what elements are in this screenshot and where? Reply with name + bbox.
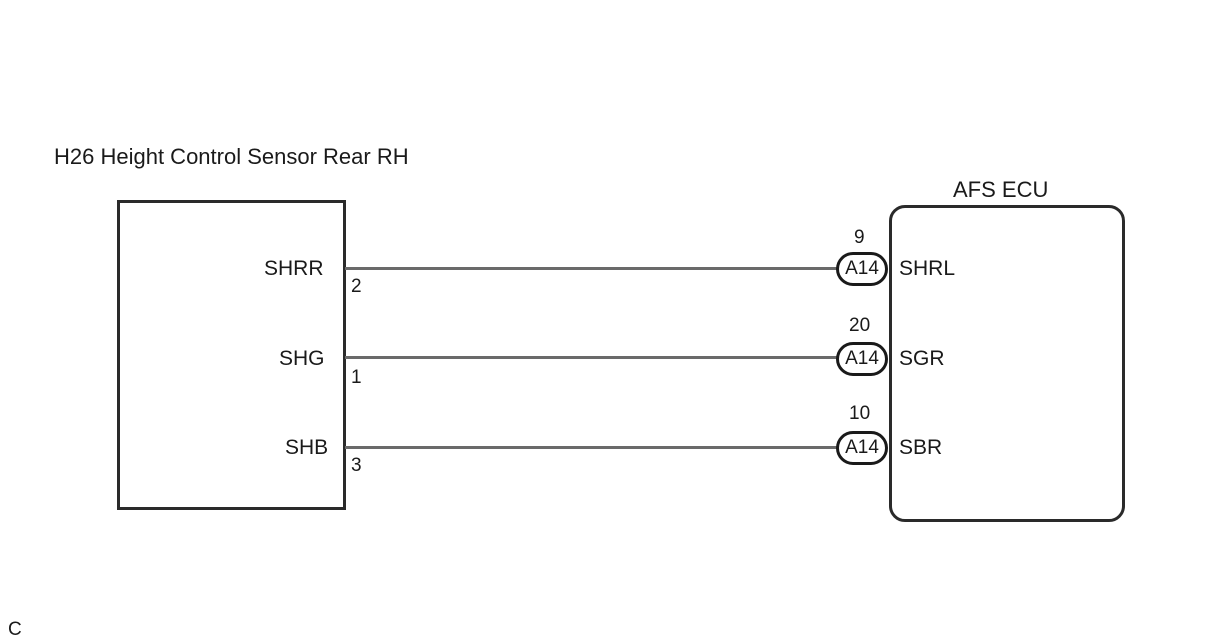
connector-label: A14 — [845, 258, 879, 279]
ecu-pin-name: SGR — [899, 347, 945, 370]
sensor-title: H26 Height Control Sensor Rear RH — [54, 144, 409, 169]
figure-code: C — [8, 619, 22, 640]
wire-shrr-shrl — [345, 267, 837, 270]
sensor-pin-number: 3 — [351, 455, 362, 476]
connector-a14: A14 — [836, 252, 888, 286]
sensor-pin-name: SHB — [285, 436, 329, 459]
wire-shb-sbr — [345, 446, 837, 449]
sensor-pin-number: 1 — [351, 367, 362, 388]
ecu-pin-number: 20 — [849, 315, 871, 336]
ecu-pin-number: 10 — [849, 403, 871, 424]
connector-a14: A14 — [836, 431, 888, 465]
sensor-pin-name: SHRR — [264, 257, 324, 280]
ecu-pin-name: SHRL — [899, 257, 956, 280]
sensor-pin-number: 2 — [351, 276, 362, 297]
ecu-pin-number: 9 — [854, 227, 865, 248]
ecu-pin-name: SBR — [899, 436, 943, 459]
connector-a14: A14 — [836, 342, 888, 376]
sensor-pin-name: SHG — [279, 347, 325, 370]
wire-shg-sgr — [345, 356, 837, 359]
connector-label: A14 — [845, 348, 879, 369]
connector-label: A14 — [845, 437, 879, 458]
ecu-box — [889, 205, 1125, 522]
ecu-title: AFS ECU — [953, 177, 1049, 202]
sensor-box — [117, 200, 346, 510]
